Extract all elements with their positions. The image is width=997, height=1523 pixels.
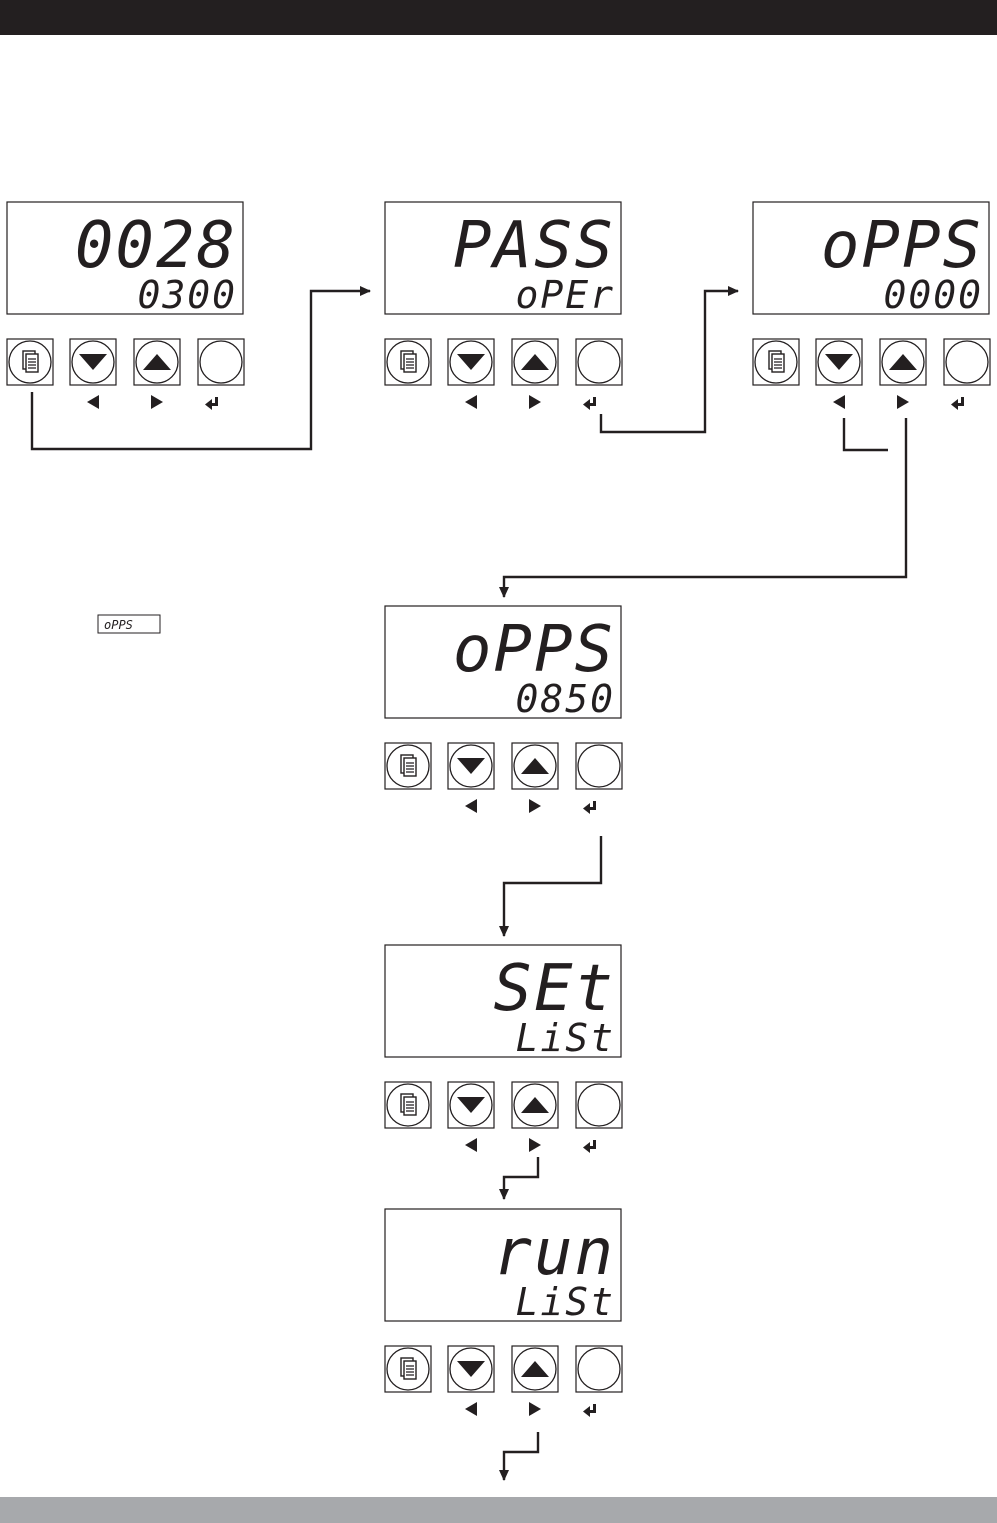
left-arrow-icon <box>833 395 845 409</box>
display-bottom-value: 0300 <box>137 273 237 317</box>
page-button[interactable] <box>6 338 54 386</box>
right-arrow-icon <box>151 395 163 409</box>
left-arrow-icon <box>465 1138 477 1152</box>
enter-icon <box>951 397 964 410</box>
down-button[interactable] <box>815 338 863 386</box>
down-button[interactable] <box>447 338 495 386</box>
up-button[interactable] <box>133 338 181 386</box>
flow-bracket-arrows <box>842 418 888 452</box>
inline-display-value: oPPS <box>104 618 133 632</box>
footer-bar <box>0 1497 997 1523</box>
down-button[interactable] <box>69 338 117 386</box>
up-triangle-icon <box>521 1097 549 1113</box>
enter-button[interactable] <box>575 1081 623 1129</box>
right-arrow-icon <box>529 1402 541 1416</box>
page-icon <box>400 350 417 373</box>
up-triangle-icon <box>143 354 171 370</box>
down-triangle-icon <box>825 354 853 370</box>
down-button[interactable] <box>447 1081 495 1129</box>
right-arrow-icon <box>529 799 541 813</box>
page-button[interactable] <box>384 742 432 790</box>
up-button[interactable] <box>511 1345 559 1393</box>
page-button[interactable] <box>384 1345 432 1393</box>
page-icon <box>400 1357 417 1380</box>
left-arrow-icon <box>87 395 99 409</box>
up-triangle-icon <box>889 354 917 370</box>
lcd-display <box>384 944 622 1058</box>
right-arrow-icon <box>529 1138 541 1152</box>
left-arrow-icon <box>465 799 477 813</box>
display-bottom-value: 0850 <box>515 677 615 721</box>
enter-button[interactable] <box>575 1345 623 1393</box>
up-button[interactable] <box>511 1081 559 1129</box>
page-button[interactable] <box>384 338 432 386</box>
up-triangle-icon <box>521 758 549 774</box>
header-bar <box>0 0 997 35</box>
page-icon <box>400 1093 417 1116</box>
enter-button[interactable] <box>575 742 623 790</box>
display-top-value: SEt <box>493 952 615 1026</box>
page-icon <box>22 350 39 373</box>
up-button[interactable] <box>879 338 927 386</box>
down-triangle-icon <box>457 758 485 774</box>
enter-icon <box>583 1404 596 1417</box>
lcd-display <box>752 201 990 315</box>
down-triangle-icon <box>457 1361 485 1377</box>
controller-panel-4: oPPS 0850 <box>384 605 623 814</box>
controller-panel-3: oPPS 0000 <box>752 201 991 410</box>
enter-icon <box>583 397 596 410</box>
display-top-value: PASS <box>453 209 615 283</box>
display-bottom-value: 0000 <box>883 273 983 317</box>
lcd-display <box>384 605 622 719</box>
enter-button[interactable] <box>197 338 245 386</box>
display-top-value: run <box>493 1216 615 1290</box>
left-arrow-icon <box>465 395 477 409</box>
display-top-value: oPPS <box>453 613 615 687</box>
flow-arrow-6-next <box>499 1432 540 1481</box>
controller-panel-2: PASS oPEr <box>384 201 623 410</box>
enter-button[interactable] <box>575 338 623 386</box>
flow-arrow-5-to-6 <box>499 1157 540 1200</box>
page-button[interactable] <box>752 338 800 386</box>
up-button[interactable] <box>511 742 559 790</box>
up-triangle-icon <box>521 1361 549 1377</box>
display-top-value: 0028 <box>75 209 237 283</box>
down-triangle-icon <box>457 1097 485 1113</box>
down-button[interactable] <box>447 742 495 790</box>
right-arrow-icon <box>529 395 541 409</box>
down-triangle-icon <box>457 354 485 370</box>
controller-panel-1: 0028 0300 <box>6 201 245 410</box>
display-bottom-value: oPEr <box>515 273 615 317</box>
page-button[interactable] <box>384 1081 432 1129</box>
flow-arrow-1-to-2 <box>30 286 371 451</box>
display-bottom-value: LiSt <box>515 1016 615 1060</box>
lcd-display <box>384 1208 622 1322</box>
down-triangle-icon <box>79 354 107 370</box>
lcd-display <box>6 201 244 315</box>
controller-panel-6: run LiSt <box>384 1208 623 1417</box>
lcd-display <box>384 201 622 315</box>
left-arrow-icon <box>465 1402 477 1416</box>
enter-icon <box>583 801 596 814</box>
flow-arrow-3-to-4 <box>499 418 908 598</box>
flow-arrow-4-to-5 <box>499 836 603 937</box>
enter-button[interactable] <box>943 338 991 386</box>
flow-arrow-2-to-3 <box>599 286 739 434</box>
enter-icon <box>583 1140 596 1153</box>
page-icon <box>400 754 417 777</box>
display-bottom-value: LiSt <box>515 1280 615 1324</box>
enter-icon <box>205 397 218 410</box>
display-top-value: oPPS <box>821 209 983 283</box>
right-arrow-icon <box>897 395 909 409</box>
page-icon <box>768 350 785 373</box>
controller-panel-5: SEt LiSt <box>384 944 623 1153</box>
up-triangle-icon <box>521 354 549 370</box>
up-button[interactable] <box>511 338 559 386</box>
inline-display: oPPS <box>97 614 161 634</box>
down-button[interactable] <box>447 1345 495 1393</box>
